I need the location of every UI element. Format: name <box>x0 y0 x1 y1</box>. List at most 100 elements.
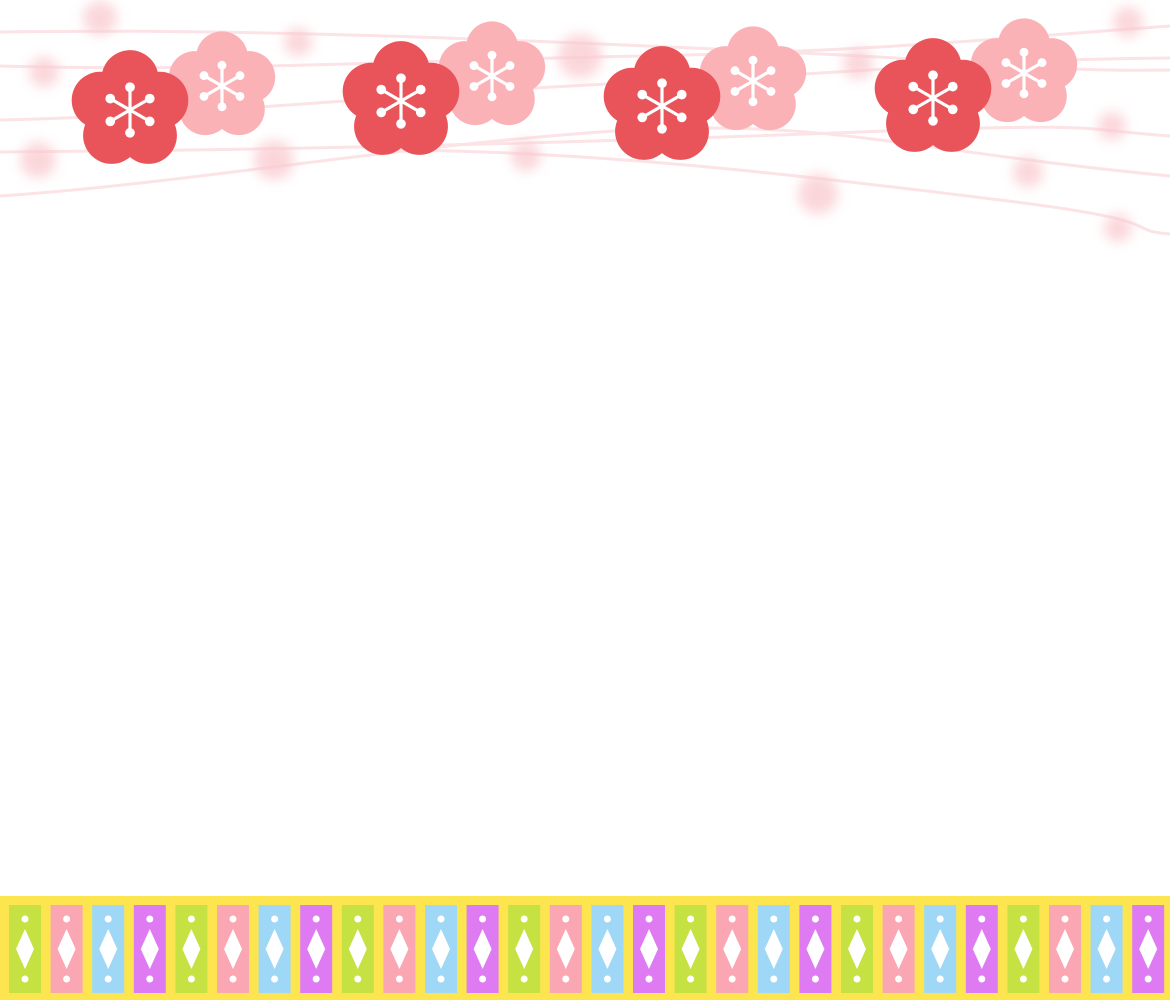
tile-dot-top <box>687 915 695 923</box>
diamond-icon <box>764 929 783 969</box>
tile-dot-bottom <box>187 975 195 983</box>
blossom-stamen-tip <box>415 84 426 95</box>
tile-dot-bottom <box>936 975 944 983</box>
tile-dot-bottom <box>853 975 861 983</box>
pattern-tile <box>133 905 166 993</box>
tile-dot-bottom <box>271 975 279 983</box>
blossom-stamen-tip <box>730 86 740 96</box>
plum-blossom-icon <box>71 50 189 164</box>
tile-dot-bottom <box>146 975 154 983</box>
diamond-icon <box>57 929 76 969</box>
blossom-stamen-tip <box>199 91 209 101</box>
diamond-icon <box>1056 929 1074 969</box>
bokeh-dot <box>83 1 117 35</box>
blossom-stamen-tip <box>1019 89 1029 99</box>
pattern-tile <box>1090 905 1123 993</box>
pattern-tile <box>175 905 208 993</box>
tile-dot-top <box>479 915 487 923</box>
bokeh-dot <box>29 57 59 87</box>
diamond-icon <box>16 929 34 969</box>
blossom-stamen-tip <box>217 102 227 112</box>
pattern-tile <box>1132 905 1165 993</box>
pattern-tile <box>258 905 291 993</box>
bokeh-dot <box>1113 7 1143 37</box>
tile-dot-top <box>520 915 528 923</box>
blossom-stamen-tip <box>376 107 387 118</box>
pattern-tile <box>92 905 125 993</box>
plum-blossom-icon <box>699 26 807 131</box>
diamond-icon <box>140 929 159 969</box>
tile-dot-top <box>1061 915 1069 923</box>
tile-dot-top <box>63 915 71 923</box>
pattern-tile <box>217 905 249 993</box>
tile-dot-top <box>354 915 362 923</box>
blossom-stamen-tip <box>1001 78 1011 88</box>
blossom-stamen-tip <box>908 104 919 115</box>
tile-dot-bottom <box>437 975 445 983</box>
diamond-icon <box>473 929 492 969</box>
diamond-icon <box>723 929 742 969</box>
tile-dot-top <box>312 915 320 923</box>
blossom-stamen-tip <box>1037 78 1047 88</box>
tile-dot-bottom <box>645 975 653 983</box>
plum-blossom-icon <box>603 46 721 160</box>
blossom-stamen-tip <box>1001 58 1011 68</box>
blossom-stamen-tip <box>105 93 116 104</box>
blossom-stamen-tip <box>657 78 667 89</box>
diamond-icon <box>182 929 201 969</box>
pattern-tile <box>799 905 832 993</box>
blossom-stamen-tip <box>235 91 245 101</box>
blossom-stamen-tip <box>199 71 209 81</box>
tile-dot-top <box>395 915 403 923</box>
bokeh-dot <box>843 49 873 79</box>
pattern-tile <box>633 905 665 993</box>
blank-content-area <box>0 260 1170 896</box>
blossom-stamen-tip <box>105 116 116 127</box>
tile-dot-top <box>187 915 195 923</box>
pattern-tile <box>591 905 624 993</box>
blossom-stamen-tip <box>766 66 776 76</box>
blossom-garland <box>0 1 1170 242</box>
diamond-icon <box>889 929 908 969</box>
pattern-tile <box>924 905 957 993</box>
blossom-group <box>71 18 1078 164</box>
tile-dot-bottom <box>229 975 237 983</box>
blossom-stamen-tip <box>469 81 479 91</box>
diamond-icon <box>972 929 991 969</box>
tile-dot-bottom <box>312 975 320 983</box>
tile-dot-top <box>437 915 445 923</box>
tile-dot-bottom <box>1061 975 1069 983</box>
tile-dot-bottom <box>811 975 819 983</box>
plum-blossom-icon <box>874 38 992 152</box>
tile-dot-top <box>1019 915 1027 923</box>
tile-dot-top <box>104 915 112 923</box>
pattern-tile <box>716 905 749 993</box>
pattern-tile <box>341 905 374 993</box>
blossom-stamen-tip <box>125 127 135 138</box>
blossom-stamen-tip <box>505 61 515 71</box>
diamond-icon <box>432 929 450 969</box>
blossom-stamen-tip <box>947 104 958 115</box>
blossom-stamen-tip <box>1019 47 1029 57</box>
diamond-icon <box>1097 929 1116 969</box>
blossom-stamen-tip <box>487 92 497 102</box>
blossom-stamen-tip <box>376 84 387 95</box>
diamond-icon <box>515 929 534 969</box>
blossom-stamen-tip <box>928 115 938 126</box>
tile-dot-bottom <box>395 975 403 983</box>
blossom-stamen-tip <box>730 66 740 76</box>
blossom-stamen-tip <box>676 89 687 100</box>
blossom-stamen-tip <box>928 70 938 81</box>
tile-dot-bottom <box>978 975 986 983</box>
tile-dot-bottom <box>104 975 112 983</box>
pattern-tile <box>300 905 333 993</box>
diamond-icon <box>640 929 658 969</box>
pattern-tile <box>425 905 457 993</box>
diamond-icon <box>556 929 575 969</box>
tile-dot-top <box>728 915 736 923</box>
blossom-stamen-tip <box>947 81 958 92</box>
ribbon-line <box>379 148 1170 236</box>
tile-dot-bottom <box>687 975 695 983</box>
pattern-tile <box>466 905 499 993</box>
